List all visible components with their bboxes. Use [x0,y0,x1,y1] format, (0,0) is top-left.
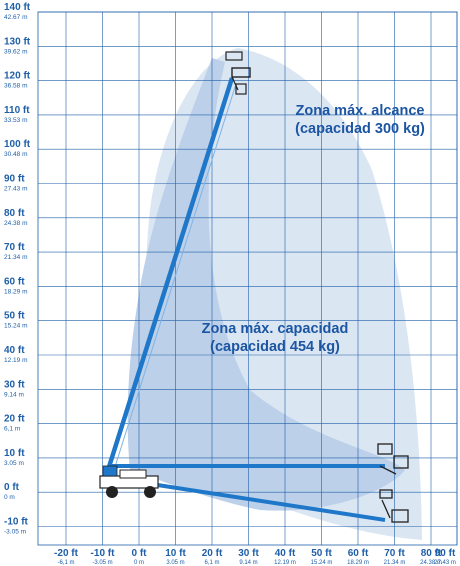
y-label-ft: 50 ft [4,311,25,322]
x-label-ft: 50 ft [311,548,332,559]
x-label-ft: 40 ft [275,548,296,559]
y-label-ft: 130 ft [4,36,31,47]
y-label-ft: 120 ft [4,71,31,82]
boom-lift [99,51,409,523]
x-label-m: 21.34 m [384,560,406,566]
platform-top [225,51,251,95]
y-label-ft: 10 ft [4,448,25,459]
y-label-m: 3.05 m [4,460,24,467]
y-label-m: 9.14 m [4,391,24,398]
x-label-ft: 60 ft [348,548,369,559]
y-label-m: 42.67 m [4,14,28,21]
max-capacity-zone [127,58,405,511]
chassis [99,465,159,498]
x-label-ft: -20 ft [54,548,79,559]
zone-reach-line1: Zona máx. alcance [296,103,425,119]
y-label-ft: 60 ft [4,276,25,287]
platform-horizontal [377,443,409,475]
y-label-ft: 80 ft [4,208,25,219]
x-label-m: 15.24 m [311,560,333,566]
y-label-m: 36.58 m [4,83,28,90]
x-label-ft: 90 ft [435,548,456,559]
x-label-ft: 80 ft [421,548,442,559]
y-label-m: 6,1 m [4,426,20,433]
x-label-m: 9.14 m [239,560,257,566]
y-label-m: 0 m [4,494,15,501]
x-label-ft: 20 ft [202,548,223,559]
x-label-ft: 10 ft [165,548,186,559]
zone-reach-line2: (capacidad 300 kg) [295,121,425,137]
grid-frame [37,11,458,546]
y-label-ft: 40 ft [4,345,25,356]
platform-lowered [379,489,409,523]
y-label-m: 27.43 m [4,186,28,193]
grid [37,11,458,546]
x-label-m: 27.43 m [434,560,456,566]
x-label-m: 24.38 m [420,560,442,566]
x-label-ft: 0 ft [132,548,148,559]
x-axis-labels: -20 ft-6,1 m -10 ft-3.05 m 0 ft0 m 10 ft3.0… [54,548,456,566]
y-label-ft: 30 ft [4,379,25,390]
y-label-ft: 100 ft [4,139,31,150]
y-label-m: 39.62 m [4,48,28,55]
x-label-m: 12.19 m [274,560,296,566]
x-label-m: 6,1 m [204,560,219,566]
x-label-m: -3.05 m [92,560,112,566]
y-label-m: 15.24 m [4,323,28,330]
x-label-ft: 70 ft [384,548,405,559]
y-label-m: 12.19 m [4,357,28,364]
upper-boom [105,77,235,471]
y-label-ft: 70 ft [4,242,25,253]
y-label-ft: 110 ft [4,105,30,116]
x-label-m: 0 m [134,560,144,566]
x-label-ft: 30 ft [238,548,259,559]
y-label-ft: 140 ft [4,2,31,13]
x-label-m: 3.05 m [166,560,184,566]
upper-boom-highlight [113,83,237,471]
y-label-ft: -10 ft [4,517,29,528]
x-label-ft: -10 ft [91,548,116,559]
y-label-ft: 20 ft [4,414,25,425]
y-label-ft: 0 ft [4,482,20,493]
y-label-ft: 90 ft [4,174,25,185]
zone-capacity-line1: Zona máx. capacidad [202,321,349,337]
x-label-m: -6,1 m [57,560,74,566]
y-label-m: 18.29 m [4,288,28,295]
zone-capacity-line2: (capacidad 454 kg) [210,339,340,355]
y-label-m: -3.05 m [4,529,26,536]
y-label-m: 21.34 m [4,254,28,261]
y-label-m: 24.38 m [4,220,28,227]
x-label-m: 18.29 m [347,560,369,566]
y-label-m: 30.48 m [4,151,28,158]
y-label-m: 33.53 m [4,117,28,124]
